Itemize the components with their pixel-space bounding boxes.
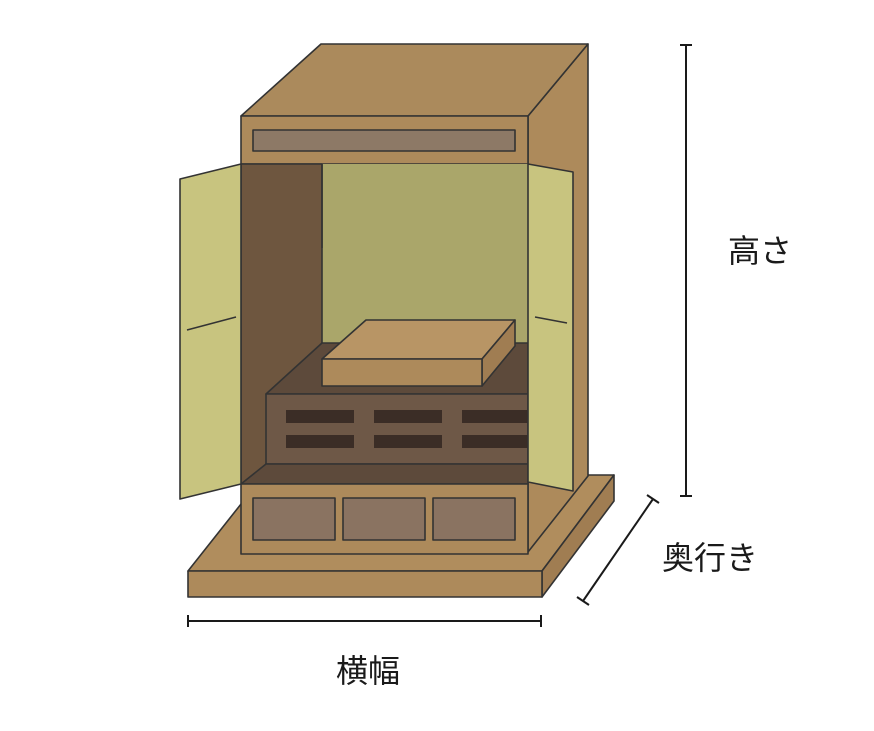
altar-box-front: [321, 358, 483, 387]
width-label: 横幅: [336, 652, 400, 690]
depth-dimension: 奥行き: [576, 494, 758, 606]
drawer: [432, 497, 516, 541]
cabinet-lower: [240, 483, 529, 555]
base-front-face: [187, 570, 543, 598]
height-label: 高さ: [728, 232, 792, 270]
depth-dimension-line: [582, 498, 654, 602]
depth-label: 奥行き: [662, 539, 758, 577]
right-door-panel: [527, 163, 574, 492]
altar-slots: [286, 410, 528, 448]
altar-slot: [462, 435, 528, 448]
altar-slot: [286, 435, 354, 448]
drawer: [252, 497, 336, 541]
right-door: [527, 163, 574, 492]
depth-tick-bottom: [576, 596, 590, 606]
altar-slot: [462, 410, 528, 423]
left-door: [179, 163, 242, 500]
altar-slot: [374, 410, 442, 423]
depth-tick-top: [646, 494, 660, 504]
right-door-handle: [534, 316, 568, 324]
altar-slot: [374, 435, 442, 448]
cabinet-header: [240, 115, 529, 165]
altar-floor: [240, 463, 529, 485]
left-door-handle: [186, 316, 237, 331]
header-strip: [252, 129, 516, 152]
left-door-panel: [179, 163, 242, 500]
height-dimension: 高さ: [680, 44, 792, 497]
altar-slot: [286, 410, 354, 423]
drawer: [342, 497, 426, 541]
altar-box: [321, 319, 516, 387]
width-dimension: 横幅: [187, 615, 542, 690]
altar-front: [265, 393, 529, 465]
cabinet-top: [240, 43, 589, 117]
